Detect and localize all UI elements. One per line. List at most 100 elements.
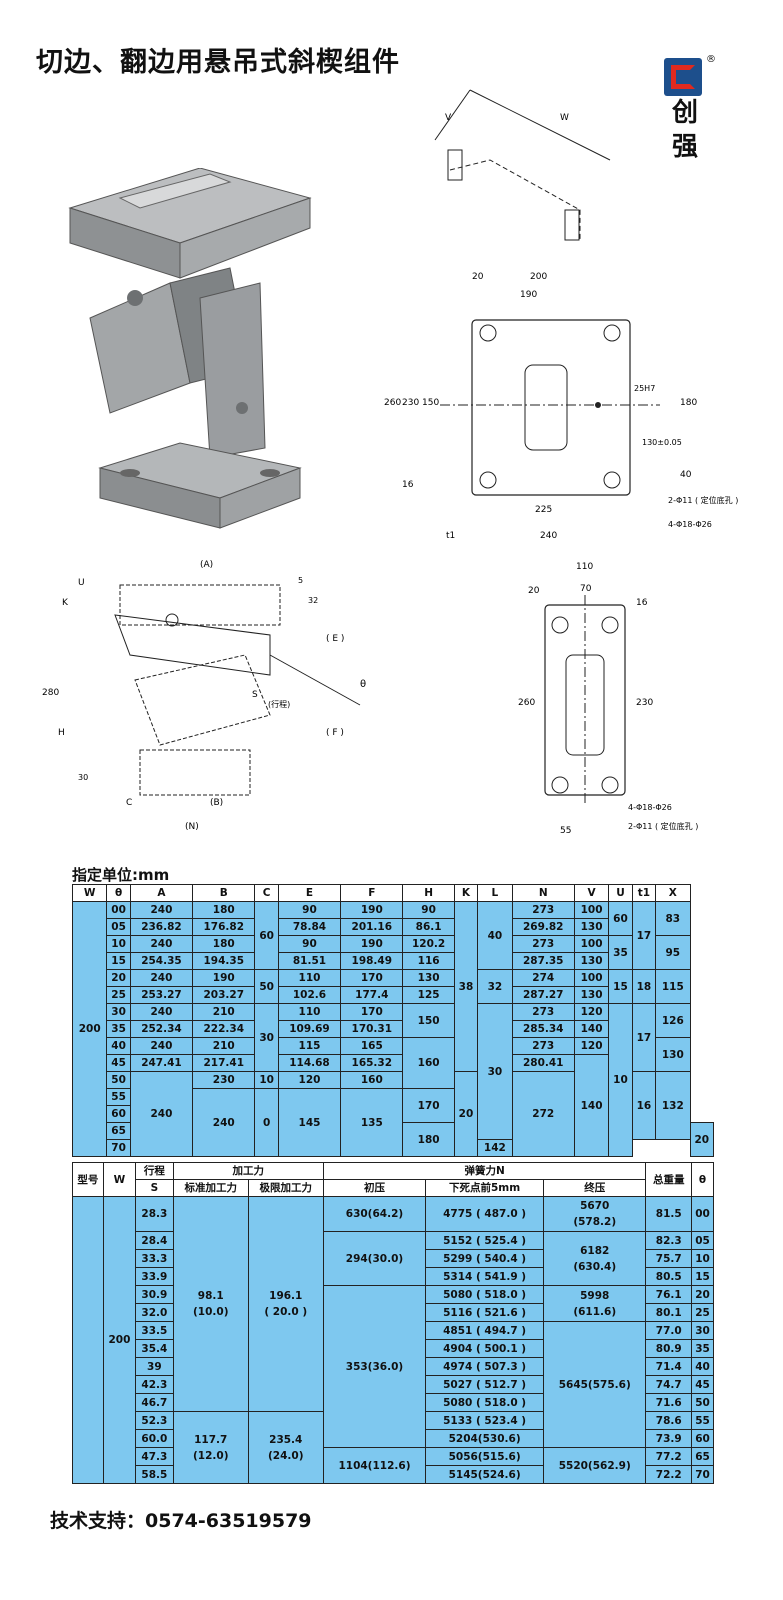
cell-c: 50 xyxy=(254,969,279,1004)
cell-s: 33.3 xyxy=(134,1249,174,1268)
cell-b: 222.34 xyxy=(192,1020,256,1038)
side-dim-h: H xyxy=(58,728,65,738)
table-row: 42.3 5027 ( 512.7 ) 74.7 45 xyxy=(73,1375,714,1394)
table-row: 05 236.82 176.82 78.84 201.16 86.1 269.8… xyxy=(73,918,714,936)
table-row: 35 252.34 222.34 109.69 170.31 285.34 14… xyxy=(73,1020,714,1038)
cell-theta: 50 xyxy=(106,1071,131,1089)
side-dim-c: C xyxy=(126,798,132,808)
iso-drawing: W V xyxy=(434,89,611,241)
top-dim-190: 190 xyxy=(520,290,537,300)
cell-e: 114.68 xyxy=(277,1054,342,1072)
cell-v: 120 xyxy=(573,1003,610,1021)
cell-e: 102.6 xyxy=(277,986,342,1004)
cell-init: 353(36.0) xyxy=(322,1285,427,1448)
cell-b: 210 xyxy=(192,1003,256,1021)
cell-t1: 18 xyxy=(631,969,657,1004)
table-row: 28.4 294(30.0) 5152 ( 525.4 ) 6182 (630.… xyxy=(73,1231,714,1286)
cell-x: 115 xyxy=(655,969,691,1004)
table-row: 52.3 117.7 (12.0) 235.4 (24.0) 5133 ( 52… xyxy=(73,1411,714,1484)
cell-n: 287.35 xyxy=(511,952,575,970)
cell-theta: 40 xyxy=(691,1357,714,1376)
cell-x: 126 xyxy=(655,1003,691,1038)
cell-k: 20 xyxy=(453,1071,479,1157)
top-dim-200: 200 xyxy=(530,272,547,282)
table-row: 65 180 20 xyxy=(73,1122,714,1157)
cell-a: 240 xyxy=(129,935,194,953)
cell-model xyxy=(72,1196,104,1484)
cell-u: 10 xyxy=(608,1003,633,1157)
cell-s: 39 xyxy=(134,1357,174,1376)
col-l: L xyxy=(477,884,513,902)
cell-theta: 00 xyxy=(106,901,131,919)
side-dim-280: 280 xyxy=(42,688,59,698)
table-row: 200 28.3 98.1 (10.0) 196.1 ( 20.0 ) 630(… xyxy=(72,1196,714,1484)
cell-v: 120 xyxy=(573,1037,610,1055)
side-dim-32: 32 xyxy=(308,596,318,605)
side-dim-b: (B) xyxy=(210,798,223,808)
cell-f: 170.31 xyxy=(340,1020,404,1038)
cell-h: 130 xyxy=(402,969,455,987)
cell-bdc: 4851 ( 494.7 ) xyxy=(425,1321,545,1340)
col-max-force: 极限加工力 xyxy=(247,1179,324,1197)
cell-f: 165.32 xyxy=(340,1054,404,1072)
col-weight: 总重量 xyxy=(645,1162,693,1197)
cell-e: 145 xyxy=(277,1088,342,1157)
cell-theta: 25 xyxy=(106,986,131,1004)
cell-t1: 17 xyxy=(631,1003,657,1072)
cell-bdc: 5056(515.6) xyxy=(425,1447,545,1466)
cell-e: 78.84 xyxy=(277,918,342,936)
cell-theta: 30 xyxy=(106,1003,131,1021)
cell-b: 180 xyxy=(192,935,256,953)
force-table: 型号 W 行程 加工力 弹簧力N 总重量 θ S 标准加工力 极限加工力 初压 … xyxy=(72,1162,714,1484)
bot-dim-70: 70 xyxy=(580,584,592,594)
cell-weight: 80.9 xyxy=(645,1339,693,1358)
table-row: 200 00 240 180 60 90 190 90 38 40 273 10… xyxy=(71,901,714,1157)
cell-e: 109.69 xyxy=(277,1020,342,1038)
cell-bdc: 4974 ( 507.3 ) xyxy=(425,1357,545,1376)
top-dim-130: 130±0.05 xyxy=(642,438,682,447)
cell-v: 100 xyxy=(573,969,610,987)
cell-s: 33.9 xyxy=(134,1267,174,1286)
bot-dim-230: 230 xyxy=(636,698,653,708)
col-theta: θ xyxy=(106,884,131,902)
cell-weight: 77.0 xyxy=(645,1321,693,1340)
cell-weight: 78.6 xyxy=(645,1411,693,1430)
cell-e: 90 xyxy=(277,901,342,919)
cell-b: 176.82 xyxy=(192,918,256,936)
side-view-drawing: (A) U K 5 32 ( E ) θ S (行程) ( F ) 280 H … xyxy=(42,560,366,832)
top-dim-240: 240 xyxy=(540,531,557,541)
cell-f: 198.49 xyxy=(340,952,404,970)
cell-a: 240 xyxy=(129,1003,194,1021)
cell-theta: 10 xyxy=(106,935,131,953)
cell-s: 58.5 xyxy=(134,1465,174,1484)
cell-n: 274 xyxy=(511,969,575,987)
cell-x: 142 xyxy=(477,1139,513,1157)
cell-final: 5998 (611.6) xyxy=(543,1285,647,1322)
top-dim-16: 16 xyxy=(402,480,414,490)
table-row: 33.9 5314 ( 541.9 ) 80.5 15 xyxy=(73,1267,714,1286)
iso-v-label: V xyxy=(445,113,452,123)
brand-text-2: 强 xyxy=(672,132,699,162)
table-row: 47.3 1104(112.6) 5056(515.6) 5520(562.9)… xyxy=(73,1447,714,1484)
col-c: C xyxy=(254,884,279,902)
cell-e: 81.51 xyxy=(277,952,342,970)
cell-a: 240 xyxy=(129,1071,194,1157)
cell-b: 210 xyxy=(192,1037,256,1055)
cell-init: 1104(112.6) xyxy=(322,1447,427,1484)
cell-theta: 55 xyxy=(691,1411,714,1430)
cell-max-force: 235.4 (24.0) xyxy=(247,1411,324,1484)
cell-c: 60 xyxy=(254,901,279,970)
cell-final: 5645(575.6) xyxy=(543,1321,647,1448)
table-row: 45 247.41 217.41 114.68 165.32 280.41 14… xyxy=(73,1054,714,1157)
top-dim-40: 40 xyxy=(680,470,692,480)
cell-b: 180 xyxy=(192,901,256,919)
cell-w: 200 xyxy=(102,1196,136,1484)
col-std-force: 标准加工力 xyxy=(172,1179,249,1197)
col-final: 终压 xyxy=(543,1179,647,1197)
brand-logo: ® 创 强 xyxy=(664,54,724,164)
cell-s: 52.3 xyxy=(134,1411,174,1430)
brand-logo-icon xyxy=(664,58,702,96)
cell-bdc: 5080 ( 518.0 ) xyxy=(425,1285,545,1304)
top-dim-25h7: 25H7 xyxy=(634,384,655,393)
top-hole-note-1: 2-Φ11 ( 定位底孔 ) xyxy=(668,495,738,505)
